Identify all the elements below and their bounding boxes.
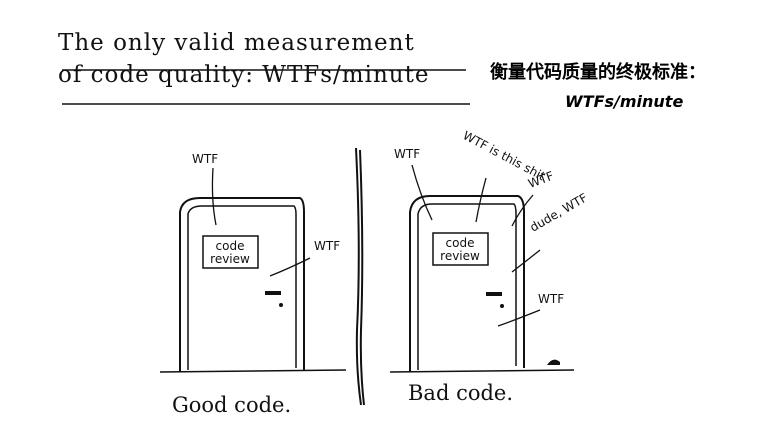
left-annotation-2: WTF (314, 239, 340, 253)
left-door-keyhole (279, 303, 283, 307)
right-door-sign: code review (432, 232, 489, 266)
right-annotation-1: WTF (394, 147, 420, 161)
comic-title-line-2: of code quality: WTFs/minute (58, 62, 430, 88)
right-annotations: WTF WTF is this shit WTF dude, WTF WTF (394, 128, 590, 327)
chinese-subtitle: WTFs/minute (565, 92, 684, 111)
left-caption: Good code. (172, 393, 291, 417)
right-annotation-4: dude, WTF (528, 190, 590, 234)
right-annotation-5: WTF (538, 292, 564, 306)
chinese-title: 衡量代码质量的终极标准： (490, 62, 706, 83)
right-sign-line-1: code (446, 236, 475, 250)
left-sign-line-1: code (216, 239, 245, 253)
tiny-creature (547, 359, 560, 365)
left-annotations: WTF WTF (192, 152, 340, 277)
left-door-sign: code review (202, 235, 259, 269)
left-door (159, 197, 347, 373)
right-sign-line-2: review (440, 249, 480, 263)
right-caption: Bad code. (408, 381, 513, 405)
right-door-handle (486, 292, 502, 296)
left-door-handle (265, 291, 281, 295)
panel-divider (355, 147, 365, 406)
comic-title: The only valid measurement of code quali… (58, 30, 429, 88)
left-sign-line-2: review (210, 252, 250, 266)
left-annotation-1: WTF (192, 152, 218, 166)
comic-title-line-1: The only valid measurement (58, 30, 415, 56)
right-door-keyhole (500, 304, 504, 308)
